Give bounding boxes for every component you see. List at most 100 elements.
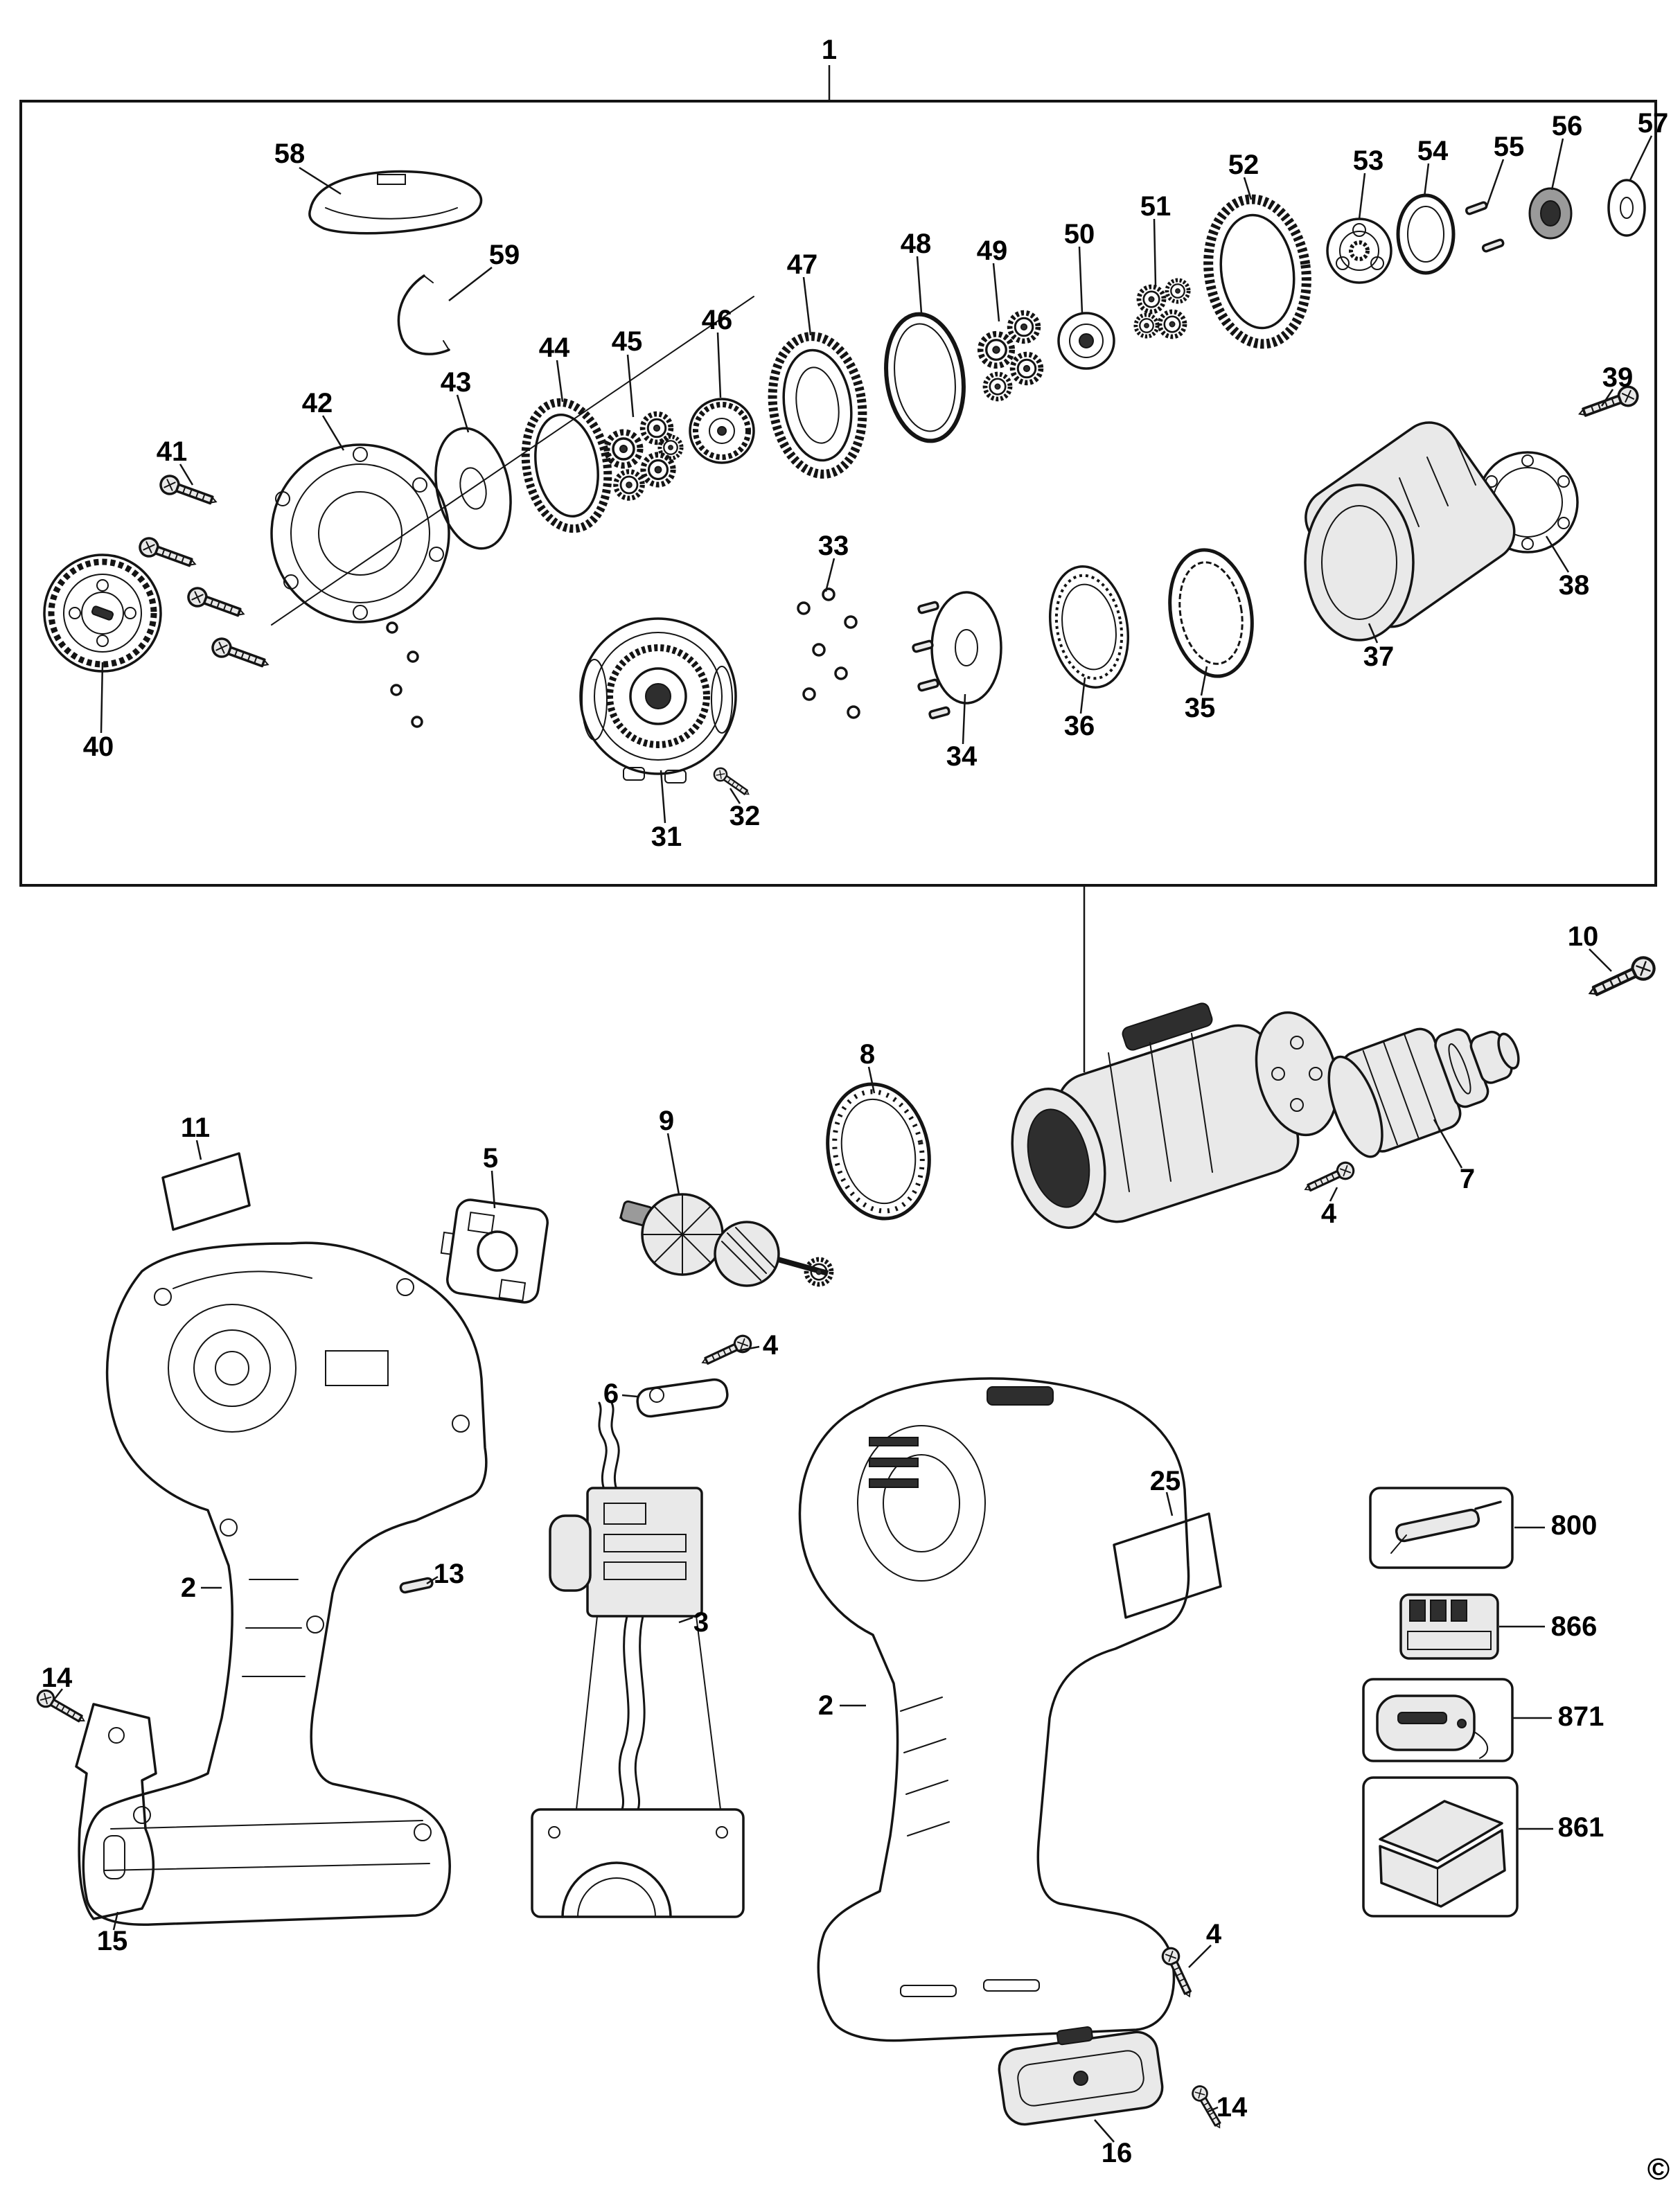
part-5-brush-plate — [440, 1198, 549, 1304]
part-label-36: 36 — [1063, 711, 1095, 741]
part-label-53: 53 — [1352, 145, 1384, 176]
part-54-plate-ring — [1396, 193, 1456, 275]
part-label-56: 56 — [1551, 111, 1583, 141]
part-label-57: 57 — [1637, 108, 1669, 139]
part-51-planet-gears — [1135, 280, 1188, 337]
part-label-51: 51 — [1140, 191, 1171, 222]
part-8-motor-ring — [826, 1082, 931, 1221]
part-2-right-housing — [798, 1377, 1190, 2042]
part-label-39: 39 — [1602, 362, 1634, 393]
part-label-46: 46 — [701, 305, 733, 335]
part-2-left-housing — [82, 1241, 488, 1926]
part-label-50: 50 — [1063, 219, 1095, 249]
accessory-871-charger — [1362, 1678, 1514, 1762]
part-9-armature — [619, 1193, 831, 1287]
part-label-866: 866 — [1550, 1611, 1598, 1642]
part-label-52: 52 — [1228, 150, 1259, 180]
part-37-clutch-housing — [1304, 421, 1516, 641]
part-label-44: 44 — [538, 333, 570, 363]
part-57-washer — [1607, 179, 1646, 237]
part-label-800: 800 — [1550, 1510, 1598, 1541]
part-49-planet-gears — [980, 313, 1041, 399]
exploded-plane-line — [271, 296, 754, 626]
part-label-37: 37 — [1363, 641, 1395, 672]
part-label-32: 32 — [729, 801, 761, 831]
part-label-54: 54 — [1417, 136, 1449, 166]
accessory-800-bit-holder — [1369, 1487, 1514, 1569]
part-label-2-right: 2 — [817, 1690, 834, 1721]
part-10-bolt — [1585, 954, 1658, 1003]
part-46-carrier — [689, 398, 755, 464]
part-25-label — [1113, 1512, 1222, 1619]
part-label-58: 58 — [274, 139, 306, 169]
part-label-4-chuck: 4 — [1320, 1198, 1337, 1229]
part-label-10: 10 — [1567, 921, 1599, 952]
part-6-lever — [636, 1378, 729, 1418]
part-label-38: 38 — [1558, 570, 1590, 601]
part-44-ring-gear — [521, 398, 612, 533]
part-label-861: 861 — [1557, 1812, 1604, 1843]
part-label-1: 1 — [821, 35, 838, 65]
part-13-pin — [399, 1577, 434, 1594]
part-label-9: 9 — [658, 1106, 675, 1136]
part-label-4-middle: 4 — [762, 1330, 779, 1361]
part-14-screw-left — [33, 1686, 89, 1729]
part-4-screw-right — [1158, 1944, 1199, 2001]
part-48-retaining-ring — [884, 312, 966, 443]
part-label-16: 16 — [1101, 2138, 1133, 2168]
part-label-55: 55 — [1493, 132, 1525, 162]
part-label-4-right: 4 — [1205, 1919, 1222, 1949]
part-4-screw-middle — [698, 1331, 755, 1372]
part-4-screw-chuck — [1300, 1158, 1358, 1198]
copyright-symbol: © — [1647, 2152, 1670, 2186]
part-label-34: 34 — [946, 741, 978, 772]
part-label-43: 43 — [440, 367, 472, 398]
part-3-switch-assembly — [531, 1401, 745, 1918]
part-36-spring — [1048, 565, 1130, 689]
accessory-866-battery — [1399, 1593, 1499, 1660]
part-label-11: 11 — [180, 1113, 211, 1143]
part-58-cover — [308, 170, 483, 235]
part-53-carrier — [1326, 218, 1392, 284]
part-35-threaded-ring — [1168, 548, 1254, 678]
part-label-15: 15 — [96, 1926, 128, 1956]
part-label-33: 33 — [817, 531, 849, 561]
part-31-gearbox-core — [579, 617, 737, 783]
part-41-screws — [136, 472, 272, 675]
part-label-14-left: 14 — [41, 1663, 73, 1693]
part-52-ring-gear — [1203, 194, 1311, 349]
part-32-screw — [711, 765, 754, 801]
assembled-gearbox — [1011, 1002, 1339, 1229]
part-34-pin-plate — [912, 591, 1002, 720]
part-55-pins — [1465, 201, 1505, 253]
part-15-bracket — [75, 1703, 157, 1920]
part-43-disc — [434, 427, 512, 550]
part-59-wire-clip — [397, 274, 450, 355]
part-11-label — [161, 1152, 251, 1231]
gearbox-box-outline — [19, 100, 1657, 887]
part-7-chuck — [1327, 1027, 1520, 1158]
part-label-40: 40 — [82, 732, 114, 762]
part-label-8: 8 — [859, 1039, 876, 1070]
part-50-carrier — [1057, 312, 1115, 370]
leader-lines — [52, 135, 1653, 2143]
part-label-35: 35 — [1184, 693, 1216, 723]
part-45-planet-gears — [607, 414, 682, 499]
part-label-14-bottom: 14 — [1216, 2092, 1248, 2123]
accessory-861-kitbox — [1362, 1776, 1519, 1918]
part-label-48: 48 — [900, 229, 932, 259]
part-label-49: 49 — [976, 236, 1008, 266]
part-label-41: 41 — [156, 436, 188, 467]
part-label-871: 871 — [1557, 1701, 1604, 1732]
part-label-13: 13 — [433, 1559, 465, 1589]
part-label-6: 6 — [603, 1379, 619, 1409]
part-label-2-left: 2 — [180, 1573, 197, 1603]
part-label-25: 25 — [1149, 1466, 1181, 1496]
part-40-end-cap — [43, 554, 162, 673]
part-label-59: 59 — [488, 240, 520, 270]
part-label-5: 5 — [482, 1143, 499, 1174]
part-47-ring-gear — [768, 332, 867, 479]
part-33-balls — [386, 587, 860, 728]
